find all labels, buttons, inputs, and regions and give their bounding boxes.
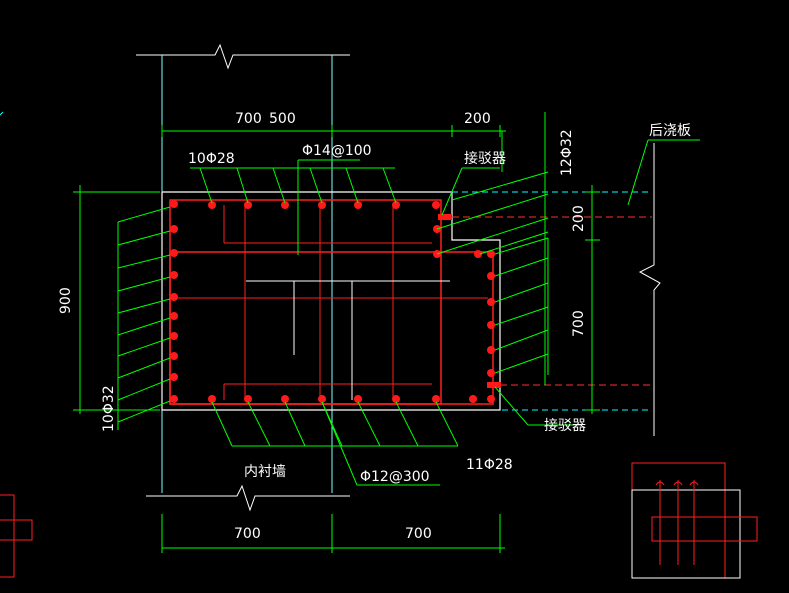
label-left-bars: 10Φ32 [101, 385, 117, 432]
label-stirrup: Φ14@100 [302, 143, 372, 159]
bottom-break-line [146, 484, 350, 512]
rebar-dots [170, 200, 495, 403]
marker-tick [0, 111, 4, 116]
top-break-line [136, 43, 350, 70]
dimension-lines [73, 112, 600, 553]
dim-left-900: 900 [58, 287, 74, 314]
leader-lines [117, 139, 700, 486]
coupler-marks [438, 214, 501, 388]
label-inner-lining-wall: 内衬墙 [244, 464, 286, 480]
thumbnail-view-left [0, 494, 33, 578]
post-cast-slab-lines [452, 216, 652, 386]
dim-right-700: 700 [571, 310, 587, 337]
label-bottom-bars: 11Φ28 [466, 457, 513, 473]
slab-break-line [638, 143, 661, 436]
dim-right-200: 200 [571, 205, 587, 232]
label-coupler-top: 接驳器 [464, 150, 506, 167]
label-top-bars: 10Φ28 [188, 151, 235, 167]
dim-bottom-700-right: 700 [405, 526, 432, 542]
dim-top-700: 700 [235, 111, 262, 127]
label-right-bars: 12Φ32 [559, 129, 575, 176]
inner-rebar-grid [176, 205, 488, 400]
thumbnail-view [631, 462, 758, 579]
label-post-cast-slab: 后浇板 [649, 123, 691, 139]
dim-top-200: 200 [464, 111, 491, 127]
tie-lines [246, 280, 450, 400]
dim-top-500: 500 [269, 111, 296, 127]
label-tie-spacing: Φ12@300 [360, 469, 430, 485]
label-coupler-bottom: 接驳器 [544, 417, 586, 434]
dim-bottom-700-left: 700 [234, 526, 261, 542]
